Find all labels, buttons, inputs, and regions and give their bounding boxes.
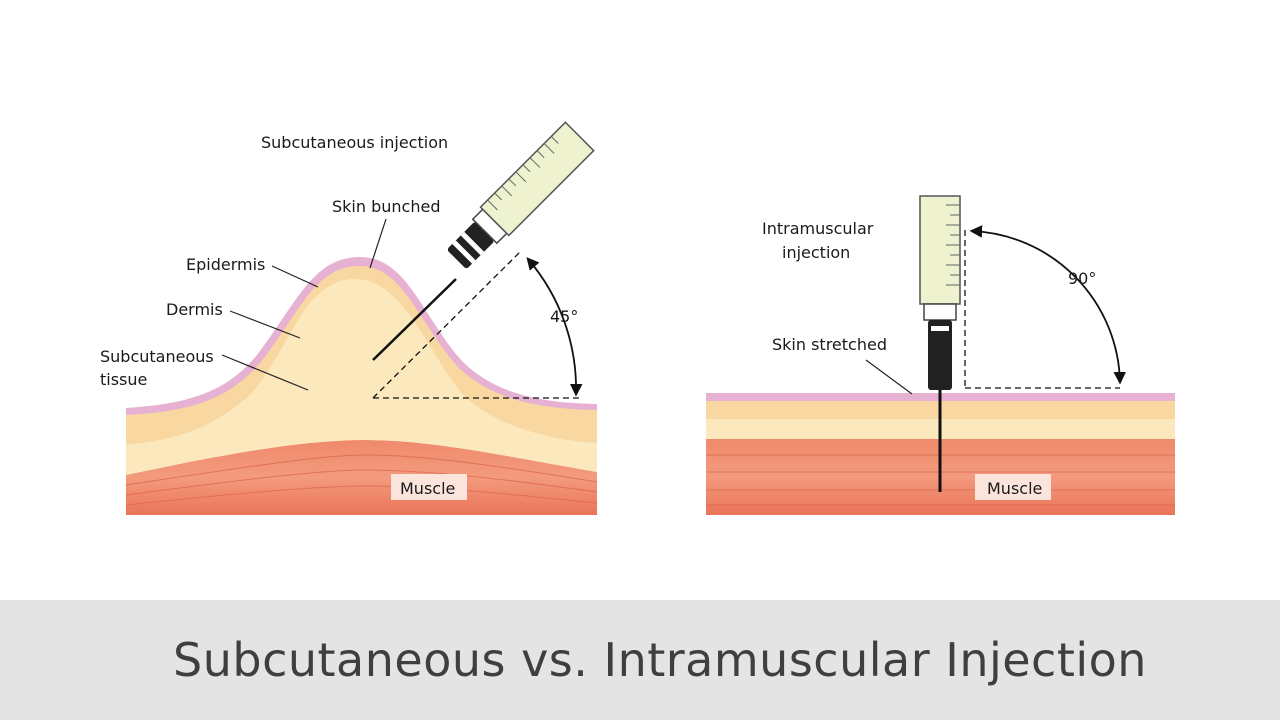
- left-muscle-label-box: [391, 474, 467, 500]
- left-subcutaneous-layer: [126, 278, 597, 475]
- right-syringe: [919, 195, 961, 390]
- subcutaneous-tissue-label-2: tissue: [100, 370, 147, 389]
- right-muscle-label: Muscle: [987, 479, 1042, 498]
- left-angle-diagonal: [372, 249, 523, 399]
- subcutaneous-diagram: Subcutaneous injection Skin bunched Epid…: [100, 121, 598, 515]
- left-muscle-label: Muscle: [400, 479, 455, 498]
- left-muscle-fibers: [125, 454, 598, 506]
- left-dermis-layer: [126, 262, 597, 445]
- skin-stretched-leader: [865, 359, 913, 395]
- intramuscular-diagram: Intramuscular injection 90° Skin stretch…: [706, 195, 1175, 515]
- left-muscle-layer: [126, 440, 597, 515]
- left-needle: [372, 278, 457, 361]
- subcutaneous-title: Subcutaneous injection: [261, 133, 448, 152]
- epidermis-label: Epidermis: [186, 255, 265, 274]
- angle-45-label: 45°: [550, 307, 578, 326]
- dermis-label: Dermis: [166, 300, 223, 319]
- caption-bar: Subcutaneous vs. Intramuscular Injection: [0, 600, 1280, 720]
- left-syringe: [447, 121, 595, 269]
- angle-90-label: 90°: [1068, 269, 1096, 288]
- right-angle-arc: [969, 225, 1127, 385]
- caption-title: Subcutaneous vs. Intramuscular Injection: [173, 633, 1147, 687]
- subcutaneous-tissue-label-1: Subcutaneous: [100, 347, 214, 366]
- left-epidermis-layer: [126, 257, 597, 415]
- left-leader-lines: [221, 218, 387, 391]
- injection-diagram: Subcutaneous injection Skin bunched Epid…: [100, 121, 1175, 515]
- right-muscle-label-box: [975, 474, 1051, 500]
- intramuscular-title-2: injection: [782, 243, 850, 262]
- left-angle-arc: [526, 257, 583, 397]
- intramuscular-title-1: Intramuscular: [762, 219, 874, 238]
- skin-stretched-label: Skin stretched: [772, 335, 887, 354]
- skin-bunched-label: Skin bunched: [332, 197, 440, 216]
